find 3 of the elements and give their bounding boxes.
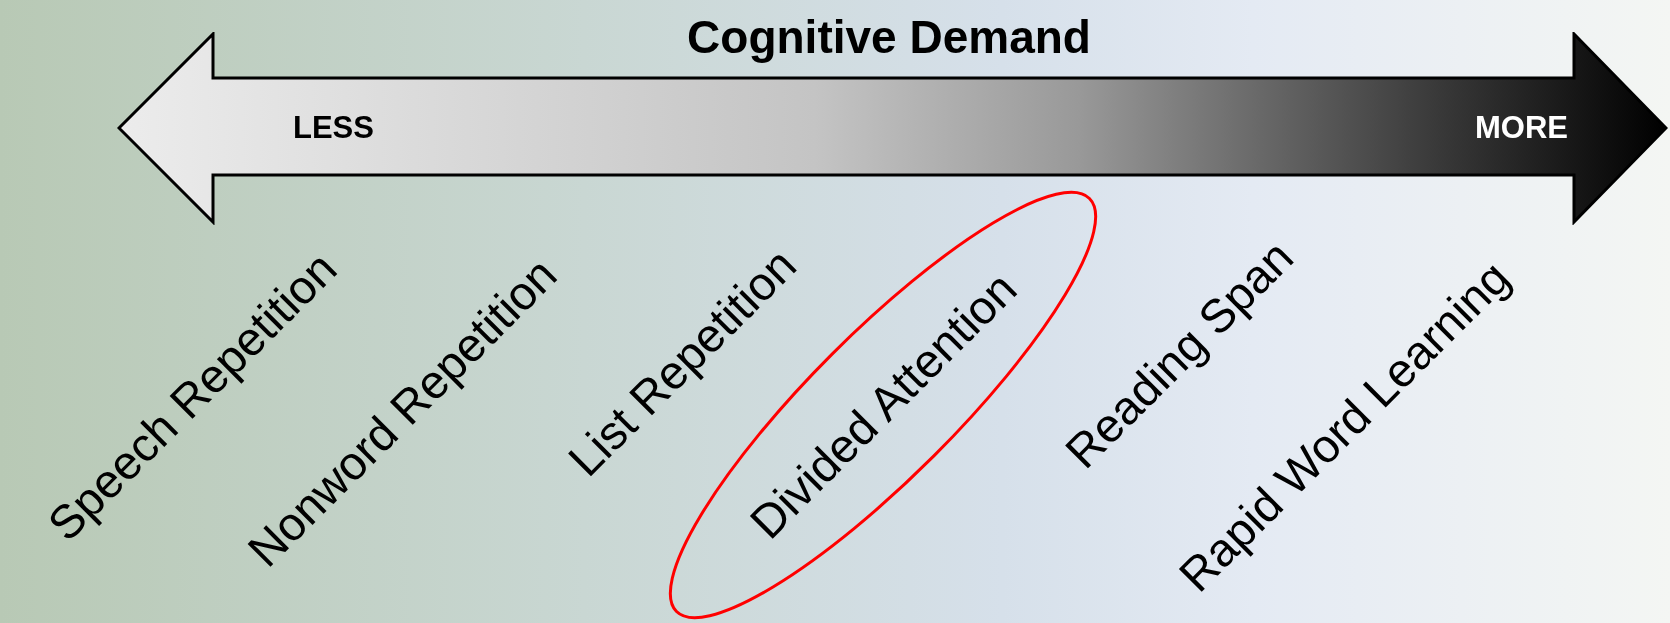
scale-end-label: MORE xyxy=(1475,110,1568,146)
chart-title: Cognitive Demand xyxy=(687,10,1091,64)
scale-end-label: LESS xyxy=(293,110,374,146)
